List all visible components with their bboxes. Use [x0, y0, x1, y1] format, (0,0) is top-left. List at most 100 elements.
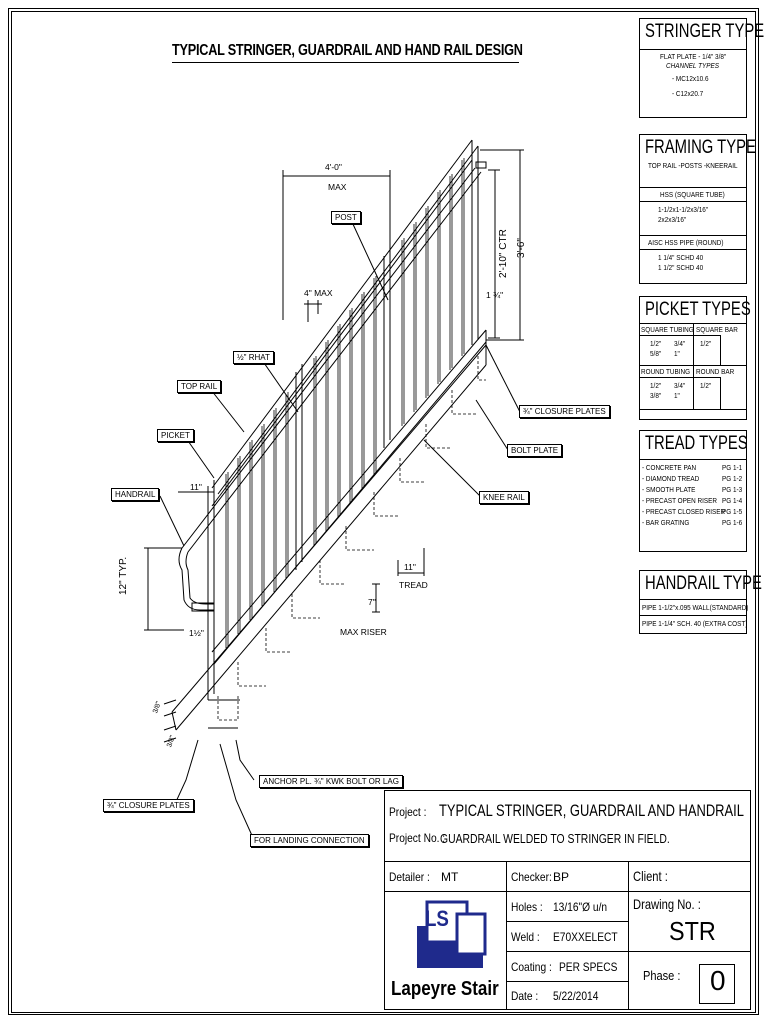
pipe-header: AISC HSS PIPE (ROUND) [648, 238, 724, 247]
drawing-no-value: STR [669, 916, 716, 946]
stringer-item-0: - MC12x10.6 [672, 74, 709, 83]
max-riser-label: MAX RISER [340, 627, 387, 637]
framing-type-title: FRAMING TYPE [645, 137, 756, 158]
pickets-group [225, 158, 465, 648]
leader-anchor [235, 739, 255, 781]
handrail-item-1: PIPE 1-1/4" SCH. 40 (EXTRA COST) [642, 619, 748, 628]
phase-cell: Phase : 0 [628, 951, 751, 1010]
square-tubing-header: SQUARE TUBING [641, 325, 694, 334]
title-block-project: Project : TYPICAL STRINGER, GUARDRAIL AN… [384, 790, 751, 862]
top-rail-upper-line [211, 139, 473, 489]
project-value: TYPICAL STRINGER, GUARDRAIL AND HANDRAIL [439, 801, 744, 820]
project-no-value: GUARDRAIL WELDED TO STRINGER IN FIELD. [440, 831, 670, 846]
leader-picket [185, 437, 215, 479]
holes-value: 13/16"Ø u/n [553, 900, 608, 914]
framing-subtitle: TOP RAIL -POSTS -KNEERAIL [648, 161, 738, 170]
rd-tubing-a-1: 3/8" [650, 391, 662, 400]
tread-type-page: PG 1-6 [722, 518, 743, 527]
landing-connection-callout: FOR LANDING CONNECTION [250, 834, 369, 847]
project-label: Project : [389, 805, 427, 819]
handrail-return-outer [178, 547, 214, 611]
handrail-item-0: PIPE 1-1/2"x.095 WALL(STANDARD) [642, 603, 749, 612]
stringer-flat-plate: FLAT PLATE - 1/4" 3/8" [660, 52, 727, 61]
knee-rail-upper-line [211, 329, 487, 653]
picket-types-title: PICKET TYPES [645, 299, 751, 320]
tread-label: TREAD [399, 580, 428, 590]
phase-box [699, 964, 735, 1004]
tread-type-row: - BAR GRATING PG 1-6 [642, 518, 746, 529]
date-value: 5/22/2014 [553, 989, 599, 1003]
drawing-no-cell: Drawing No. : STR [628, 891, 751, 952]
weld-value: E70XXELECT [553, 930, 618, 944]
leader-closure-left [173, 739, 199, 807]
tread-type-name: - DIAMOND TREAD [642, 474, 700, 483]
treads-group [217, 356, 486, 721]
picket-types-panel: PICKET TYPES SQUARE TUBING SQUARE BAR 1/… [639, 296, 751, 420]
tread-type-page: PG 1-4 [722, 496, 743, 505]
anchor-callout: ANCHOR PL. ¾" KWK BOLT OR LAG [259, 775, 403, 788]
stringer-top-line [171, 344, 487, 713]
handrail-type-title: HANDRAIL TYPE [645, 573, 762, 594]
stringer-item-1: - C12x20.7 [672, 89, 704, 98]
closure-plates-left-callout: ¾" CLOSURE PLATES [103, 799, 194, 812]
tread-type-row: - SMOOTH PLATE PG 1-3 [642, 485, 746, 496]
rd-tubing-a-0: 1/2" [650, 381, 662, 390]
framing-type-panel: FRAMING TYPE TOP RAIL -POSTS -KNEERAIL H… [639, 134, 756, 284]
picket-callout: PICKET [157, 429, 194, 442]
closure-plates-right-callout: ¾" CLOSURE PLATES [519, 405, 610, 418]
dim-11in-tread-label: 11" [404, 562, 416, 572]
leader-closure-right [485, 344, 521, 413]
dim-4in-max-label: 4" MAX [304, 288, 333, 298]
stringer-end-cut [171, 711, 177, 731]
title-underline [172, 62, 519, 63]
project-no-label: Project No. : [389, 831, 446, 845]
leader-top-rail [207, 385, 245, 433]
leader-bolt-plate [475, 399, 509, 451]
tread-type-page: PG 1-3 [722, 485, 743, 494]
tread-type-name: - BAR GRATING [642, 518, 690, 527]
coating-cell: Coating : PER SPECS [506, 951, 629, 982]
top-post-cap [475, 161, 487, 169]
tread-type-page: PG 1-1 [722, 463, 743, 472]
leader-knee-rail [423, 439, 481, 497]
handrail-callout: HANDRAIL [111, 488, 160, 501]
dim-2ft10-ctr-label: 2'-10" CTR [498, 229, 509, 278]
weld-label: Weld : [511, 930, 540, 944]
checker-label: Checker: [511, 870, 552, 884]
tread-types-title: TREAD TYPES [645, 433, 748, 454]
phase-label: Phase : [643, 968, 681, 983]
company-name: Lapeyre Stair [391, 978, 499, 1000]
handrail-type-panel: HANDRAIL TYPE PIPE 1-1/2"x.095 WALL(STAN… [639, 570, 762, 634]
knee-rail-callout: KNEE RAIL [479, 491, 529, 504]
lapeyre-logo-icon [417, 900, 487, 968]
date-cell: Date : 5/22/2014 [506, 981, 629, 1010]
tread-type-name: - PRECAST OPEN RISER [642, 496, 717, 505]
leader-rhat [261, 359, 299, 413]
rd-tubing-b-0: 3/4" [674, 381, 686, 390]
phase-value: 0 [710, 965, 726, 996]
date-label: Date : [511, 989, 539, 1003]
dim-3ft6-label: 3'-6" [516, 238, 527, 258]
dim-7in-label: 7" [368, 597, 376, 607]
round-tubing-header: ROUND TUBING [641, 367, 691, 376]
pipe-item-0: 1 1/4" SCHD 40 [658, 253, 704, 262]
checker-value: BP [553, 870, 570, 884]
dim-1-3-4-label: 1 ¾" [486, 290, 504, 300]
detailer-label: Detailer : [389, 870, 430, 884]
rd-bar-val-0: 1/2" [700, 381, 712, 390]
client-label: Client : [633, 868, 668, 884]
sq-tubing-a-1: 5/8" [650, 349, 662, 358]
drawing-sheet-inner-border [11, 11, 756, 1013]
coating-label: Coating : [511, 960, 552, 974]
tread-type-name: - SMOOTH PLATE [642, 485, 696, 494]
hss-item-0: 1-1/2x1-1/2x3/16" [658, 205, 709, 214]
top-rail-inner-line [211, 159, 473, 507]
drawing-no-label: Drawing No. : [633, 896, 701, 912]
detailer-cell: Detailer : MT [384, 861, 507, 892]
tread-type-name: - PRECAST CLOSED RISER [642, 507, 726, 516]
